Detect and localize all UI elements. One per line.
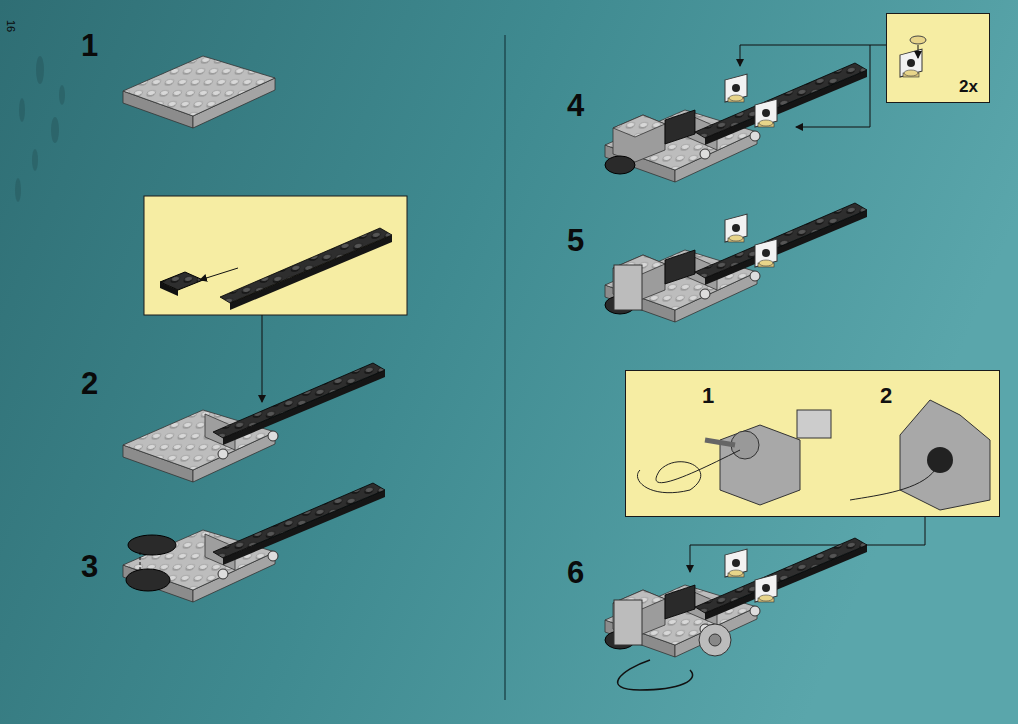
callout-box: 2x: [886, 13, 990, 103]
step-number: 6: [567, 557, 584, 588]
step-number: 4: [567, 90, 584, 121]
callout-number: 2x: [959, 78, 978, 95]
callout-number: 1: [702, 385, 714, 407]
page-number: 16: [5, 20, 16, 32]
step-number: 1: [81, 30, 98, 61]
callout-number: 2: [880, 385, 892, 407]
callout-box: 12: [625, 370, 1000, 517]
step-number: 3: [81, 551, 98, 582]
step-number: 5: [567, 225, 584, 256]
step-number: 2: [81, 368, 98, 399]
